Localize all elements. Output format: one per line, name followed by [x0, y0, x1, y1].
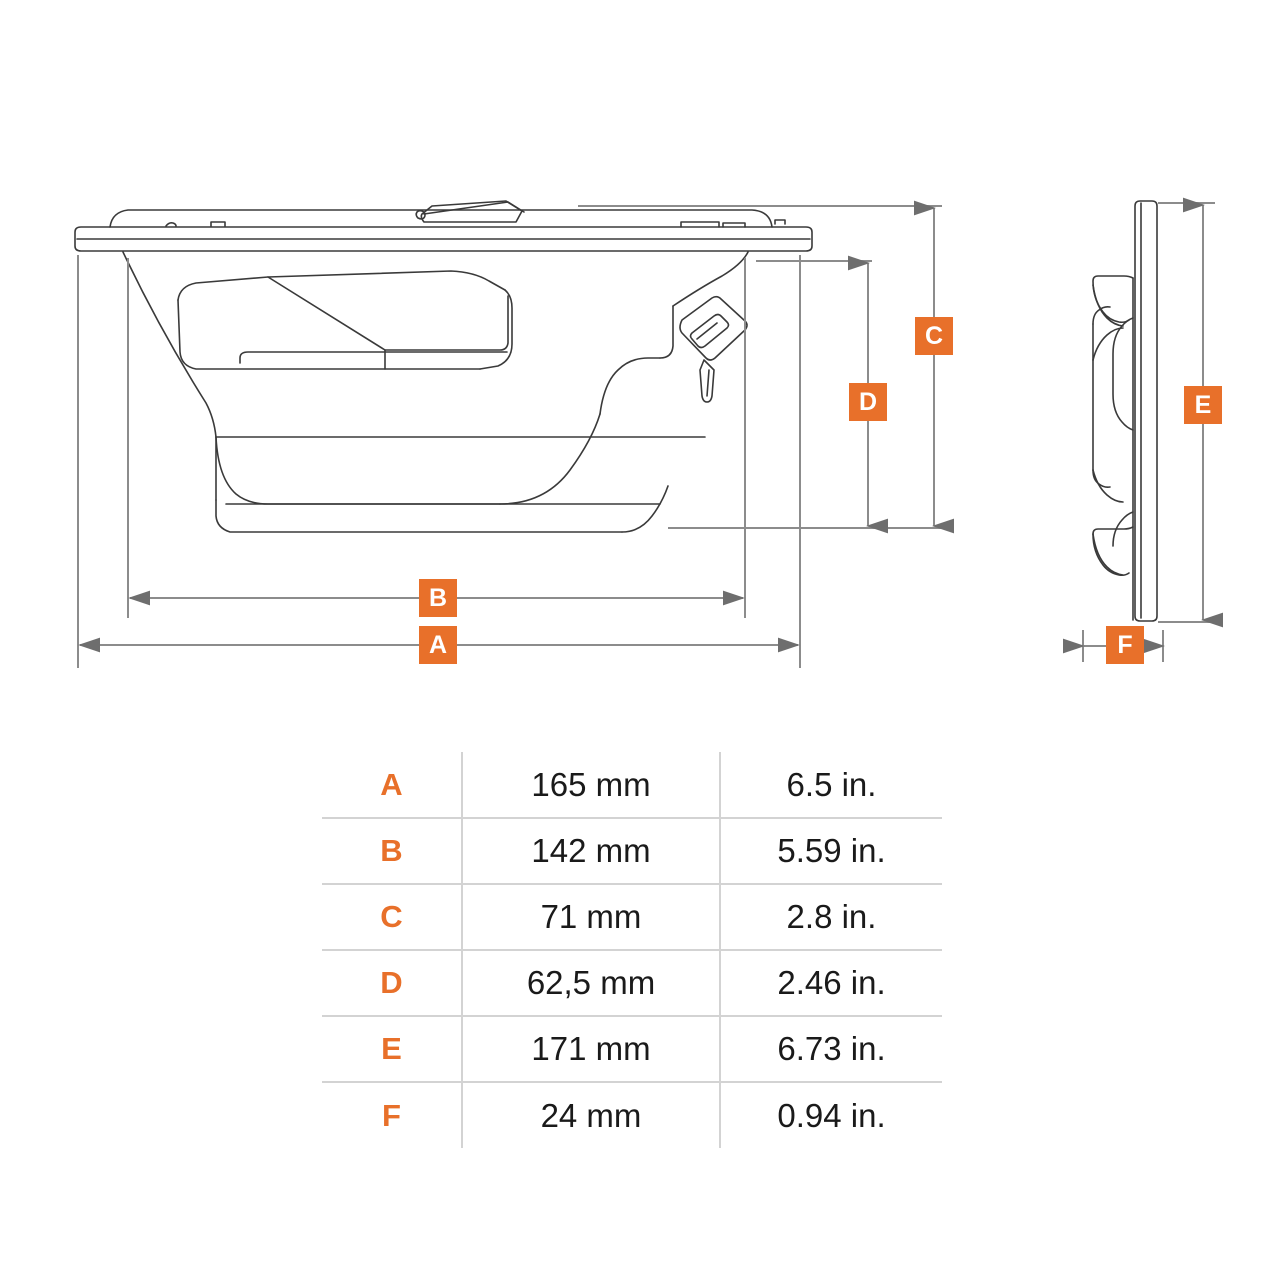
- dimension-mm: 24 mm: [461, 1082, 720, 1148]
- cone-assembly: [177, 270, 513, 370]
- dimension-mm: 62,5 mm: [461, 950, 720, 1017]
- dimension-lines: [77, 197, 1223, 668]
- surround-and-bowl: [215, 305, 706, 505]
- table-row: D 62,5 mm 2.46 in.: [322, 950, 942, 1017]
- dimension-in: 0.94 in.: [719, 1082, 942, 1148]
- table-row: A 165 mm 6.5 in.: [322, 752, 942, 819]
- flange-bracket-detail: [415, 200, 525, 223]
- dimension-in: 6.73 in.: [719, 1016, 942, 1083]
- dimension-in: 5.59 in.: [719, 818, 942, 885]
- table-row: F 24 mm 0.94 in.: [322, 1082, 942, 1148]
- dimension-in: 2.8 in.: [719, 884, 942, 951]
- speaker-side-profile-view: [1092, 200, 1158, 622]
- callout-badge-a: A: [419, 626, 457, 664]
- dimension-key: E: [322, 1016, 462, 1083]
- dimension-mm: 165 mm: [461, 752, 720, 819]
- dimension-table: A 165 mm 6.5 in. B 142 mm 5.59 in. C 71 …: [322, 752, 942, 1148]
- speaker-section-view: [74, 200, 813, 533]
- dimension-key: A: [322, 752, 462, 819]
- callout-badge-c: C: [915, 317, 953, 355]
- table-row: C 71 mm 2.8 in.: [322, 884, 942, 951]
- dimension-key: D: [322, 950, 462, 1017]
- dimension-in: 6.5 in.: [719, 752, 942, 819]
- dimension-mm: 171 mm: [461, 1016, 720, 1083]
- dimension-key: B: [322, 818, 462, 885]
- speaker-basket-outline: [122, 251, 749, 438]
- magnet-bottom-plate: [215, 485, 669, 533]
- dimension-mm: 71 mm: [461, 884, 720, 951]
- dimension-key: F: [382, 1097, 401, 1133]
- tweeter-terminal-assembly: [679, 295, 748, 403]
- callout-badge-d: D: [849, 383, 887, 421]
- dimension-in: 2.46 in.: [719, 950, 942, 1017]
- dimension-table-body: A 165 mm 6.5 in. B 142 mm 5.59 in. C 71 …: [322, 752, 942, 1148]
- table-row: E 171 mm 6.73 in.: [322, 1016, 942, 1083]
- table-row: B 142 mm 5.59 in.: [322, 818, 942, 885]
- dimension-mm: 142 mm: [461, 818, 720, 885]
- mounting-flange: [74, 209, 813, 252]
- technical-drawing-area: A B C D E F: [74, 197, 1223, 668]
- callout-badge-e: E: [1184, 386, 1222, 424]
- dimension-key: C: [322, 884, 462, 951]
- callout-badge-b: B: [419, 579, 457, 617]
- callout-badge-f: F: [1106, 626, 1144, 664]
